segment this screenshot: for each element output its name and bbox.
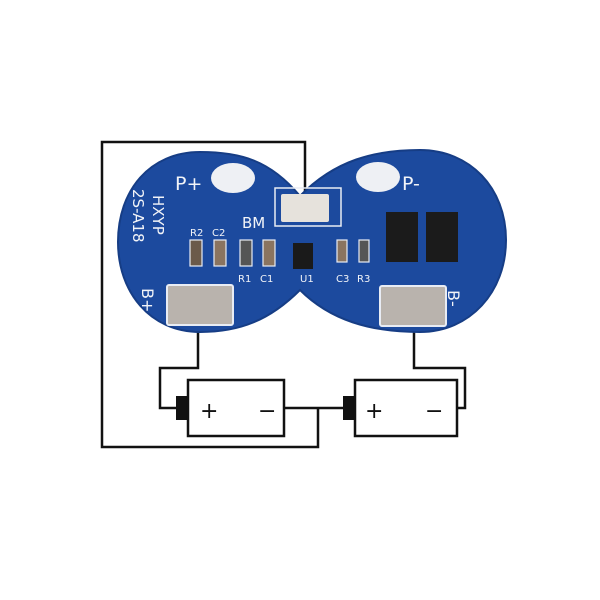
b-minus-pad[interactable] xyxy=(379,285,447,327)
battery-2-plus: + xyxy=(365,399,383,424)
brand-text: HXYP 2S-A18 xyxy=(129,189,167,243)
c2-label: C2 xyxy=(212,228,225,239)
b-plus-pad[interactable] xyxy=(166,284,234,326)
bm-wire xyxy=(100,140,320,449)
bm-label: BM xyxy=(242,214,265,232)
brand-label: HXYP xyxy=(149,195,167,235)
b-plus-label: B+ xyxy=(138,288,157,312)
battery-2: + − xyxy=(343,378,459,438)
wires xyxy=(100,140,467,449)
u1-chip xyxy=(293,243,313,269)
battery-1: + − xyxy=(176,378,286,438)
battery-1-minus: − xyxy=(258,399,276,424)
p-plus-hole xyxy=(211,163,255,193)
mosfet-1 xyxy=(386,212,418,262)
mosfet-2 xyxy=(426,212,458,262)
b-minus-label: B- xyxy=(444,290,463,307)
bm-pad[interactable] xyxy=(281,194,329,222)
p-plus-label: P+ xyxy=(175,173,202,195)
b-minus-wire xyxy=(412,320,467,410)
battery-1-plus: + xyxy=(200,399,218,424)
model-label: 2S-A18 xyxy=(129,189,147,243)
battery-2-minus: − xyxy=(425,399,443,424)
smd-components xyxy=(189,212,458,269)
b-plus-wire xyxy=(158,320,200,410)
pcb-board: P+ P- BM HXYP 2S-A18 B+ B- R2 C2 R1 C1 U… xyxy=(116,148,508,334)
p-minus-hole xyxy=(356,162,400,192)
u1-label: U1 xyxy=(300,274,314,285)
p-minus-label: P- xyxy=(402,173,420,195)
c3-label: C3 xyxy=(336,274,349,285)
bm-pad-outline xyxy=(274,187,342,227)
c1-label: C1 xyxy=(260,274,273,285)
r1-label: R1 xyxy=(238,274,251,285)
r3-label: R3 xyxy=(357,274,370,285)
r2-label: R2 xyxy=(190,228,203,239)
